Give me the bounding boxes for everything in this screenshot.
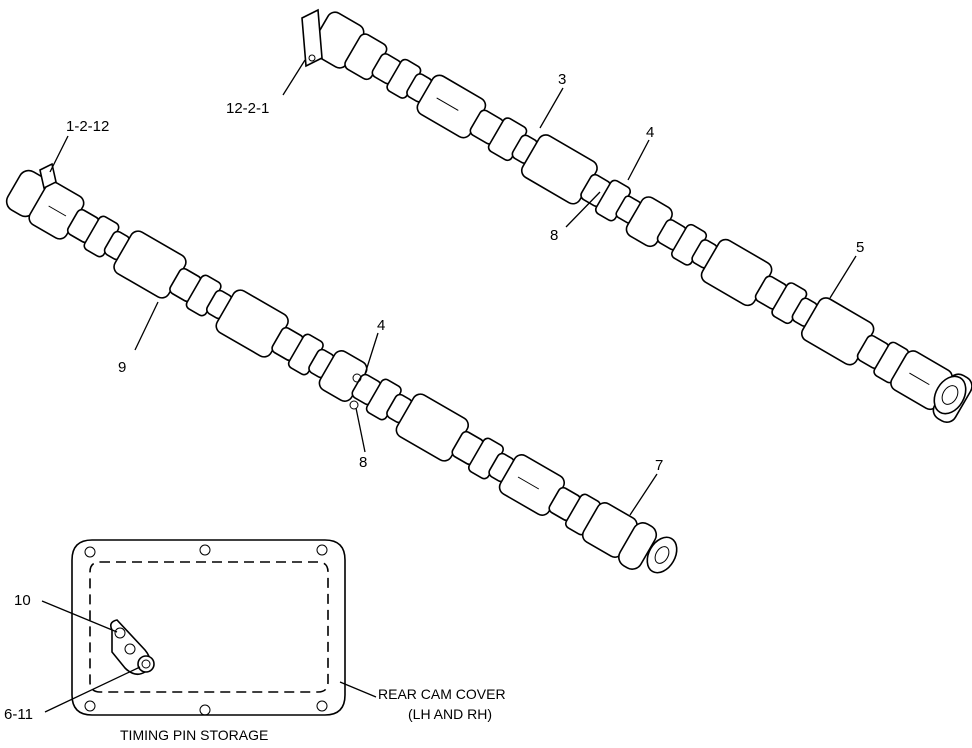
label-5: 5 xyxy=(856,239,864,256)
label-3: 3 xyxy=(558,71,566,88)
label-4-lower: 4 xyxy=(377,317,385,334)
label-timing-pin-storage: TIMING PIN STORAGE xyxy=(120,727,268,743)
label-8-upper: 8 xyxy=(550,227,558,244)
label-lh-and-rh: (LH AND RH) xyxy=(408,706,492,722)
label-7: 7 xyxy=(655,457,663,474)
timing-pin-storage-plate xyxy=(110,619,155,676)
lower-camshaft xyxy=(5,162,678,574)
labels: 12-2-1 3 4 8 5 1-2-12 9 4 8 7 10 6-11 RE… xyxy=(4,71,864,743)
leader-lines xyxy=(41,59,857,713)
label-8-lower: 8 xyxy=(359,454,367,471)
label-10: 10 xyxy=(14,592,31,609)
label-4-upper: 4 xyxy=(646,124,654,141)
upper-camshaft xyxy=(301,8,972,423)
rear-cam-cover xyxy=(71,539,346,716)
label-6-11: 6-11 xyxy=(4,706,33,723)
label-9: 9 xyxy=(118,359,126,376)
label-12-2-1: 12-2-1 xyxy=(226,100,269,117)
label-1-2-12: 1-2-12 xyxy=(66,118,109,135)
label-rear-cam-cover: REAR CAM COVER xyxy=(378,686,506,702)
